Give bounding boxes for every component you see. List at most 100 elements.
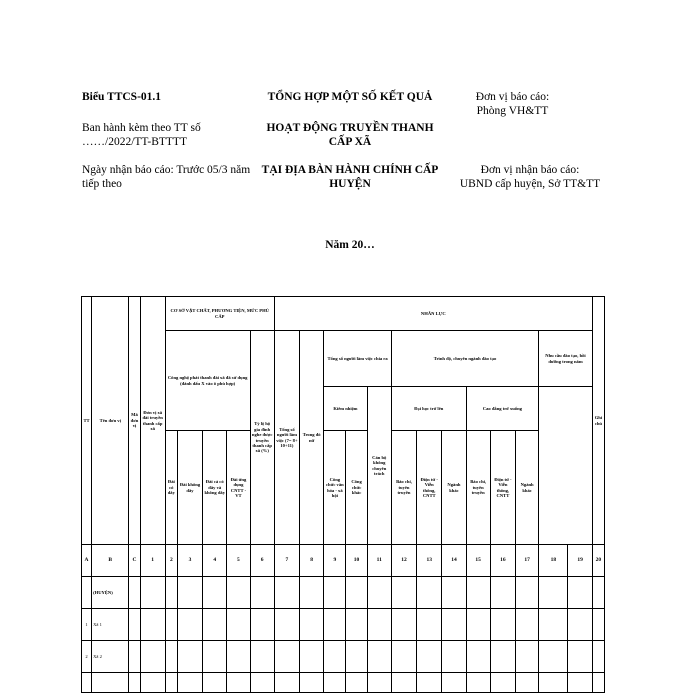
table-row <box>80 672 606 693</box>
table-cell <box>465 608 491 641</box>
header-unit-code: Mã đơn vị <box>128 296 141 545</box>
table-cell <box>567 672 593 693</box>
table-cell <box>176 640 204 673</box>
header-technology: Công nghệ phát thanh đài xã đã sử dụng (… <box>164 330 251 431</box>
colnum-3: 3 <box>176 544 204 577</box>
table-cell <box>345 672 368 693</box>
table-cell <box>591 608 606 641</box>
reporting-unit: Đơn vị báo cáo: Phòng VH&TT <box>455 90 570 118</box>
header-female: Trong đó nữ <box>299 330 325 545</box>
table-cell <box>489 608 517 641</box>
table-cell <box>202 640 228 673</box>
table-cell <box>390 640 418 673</box>
table-cell <box>176 576 204 609</box>
leaf-journalism-college: Báo chí, tuyên truyền <box>465 430 491 545</box>
table-cell <box>489 576 517 609</box>
report-table: TT Tên đơn vị Mã đơn vị Đơn vị xã đài tr… <box>80 296 606 693</box>
leaf-ict: Đài ứng dụng CNTT - VT <box>226 430 251 545</box>
table-cell <box>591 672 606 693</box>
table-cell <box>299 576 325 609</box>
leaf-wireless: Đài không dây <box>176 430 204 545</box>
table-cell <box>128 672 141 693</box>
table-cell <box>139 608 166 641</box>
colnum-4: 4 <box>202 544 228 577</box>
table-cell <box>202 672 228 693</box>
header-coverage: Tỷ lệ hộ gia đình nghe được truyền thanh… <box>249 330 275 545</box>
colnum-12: 12 <box>390 544 418 577</box>
table-cell <box>249 672 275 693</box>
colnum-18: 18 <box>538 544 569 577</box>
table-cell <box>345 576 368 609</box>
table-cell <box>273 672 301 693</box>
table-cell <box>273 608 301 641</box>
header-commune-units: Đơn vị xã đài truyền thanh cấp xã <box>139 296 166 545</box>
header-university: Đại học trở lên <box>390 386 467 431</box>
leaf-other-college: Ngành khác <box>514 430 540 545</box>
table-cell <box>514 640 540 673</box>
colnum-2: 2 <box>164 544 178 577</box>
table-cell <box>591 640 606 673</box>
table-cell <box>323 608 347 641</box>
leaf-wired: Đài có dây <box>164 430 178 545</box>
table-cell <box>323 640 347 673</box>
table-cell <box>226 576 251 609</box>
table-cell <box>390 672 418 693</box>
table-cell <box>465 640 491 673</box>
table-cell <box>299 672 325 693</box>
header-staff-split: Tổng số người làm việc chia ra <box>323 330 392 387</box>
colnum-10: 10 <box>345 544 368 577</box>
leaf-journalism-univ: Báo chí, tuyên truyền <box>390 430 418 545</box>
header-unit-name: Tên đơn vị <box>91 296 130 545</box>
table-cell <box>345 640 368 673</box>
table-cell <box>91 672 130 693</box>
table-cell <box>139 672 166 693</box>
header-college: Cao đẳng trở xuống <box>465 386 540 431</box>
district-label: (HUYỆN) <box>91 576 130 609</box>
table-cell <box>299 640 325 673</box>
row-tt: 1 <box>80 608 93 641</box>
receive-date-text: Ngày nhận báo cáo: Trước 05/3 năm tiếp t… <box>82 164 251 190</box>
colnum-6: 6 <box>249 544 275 577</box>
table-cell <box>164 672 178 693</box>
column-number-row: A B C 1 2 3 4 5 6 7 8 9 10 11 12 13 14 1… <box>80 544 606 577</box>
table-cell <box>441 672 467 693</box>
header-training-needs: Nhu cầu đào tạo, bồi dưỡng trong năm <box>538 330 593 387</box>
group-facilities: CƠ SỞ VẬT CHẤT, PHƯƠNG TIỆN, MỨC PHỦ CẤP <box>164 296 275 331</box>
colnum-a: A <box>80 544 93 577</box>
table-cell <box>164 640 178 673</box>
reporting-unit-label: Đơn vị báo cáo: <box>475 91 550 103</box>
table-cell <box>249 576 275 609</box>
report-title-line2: HOẠT ĐỘNG TRUYỀN THANH CẤP XÃ <box>266 122 434 148</box>
header-total-staff: Tổng số người làm việc (7= 8+ 10+11) <box>273 330 301 545</box>
table-cell <box>538 640 569 673</box>
table-cell <box>164 608 178 641</box>
table-cell <box>273 640 301 673</box>
receiving-unit-value: UBND cấp huyện, Sở TT&TT <box>459 178 601 190</box>
table-cell <box>465 576 491 609</box>
table-cell <box>441 608 467 641</box>
table-row: 1 Xã 1 <box>80 608 606 641</box>
table-cell <box>390 576 418 609</box>
receiving-unit-label: Đơn vị nhận báo cáo: <box>480 164 580 176</box>
table-cell <box>345 608 368 641</box>
table-cell <box>323 672 347 693</box>
table-cell <box>366 640 392 673</box>
table-cell <box>416 608 443 641</box>
table-cell <box>416 640 443 673</box>
table-cell <box>80 576 93 609</box>
row-tt: 2 <box>80 640 93 673</box>
table-cell <box>416 576 443 609</box>
table-cell <box>366 576 392 609</box>
table-cell <box>538 608 569 641</box>
header-tt: TT <box>80 296 93 545</box>
table-cell <box>176 672 204 693</box>
receiving-unit: Đơn vị nhận báo cáo: UBND cấp huyện, Sở … <box>445 163 615 191</box>
table-cell <box>366 608 392 641</box>
table-cell <box>567 640 593 673</box>
table-cell <box>366 672 392 693</box>
colnum-17: 17 <box>514 544 540 577</box>
table-cell <box>514 672 540 693</box>
table-cell <box>441 576 467 609</box>
table-cell <box>176 608 204 641</box>
colnum-20: 20 <box>591 544 606 577</box>
